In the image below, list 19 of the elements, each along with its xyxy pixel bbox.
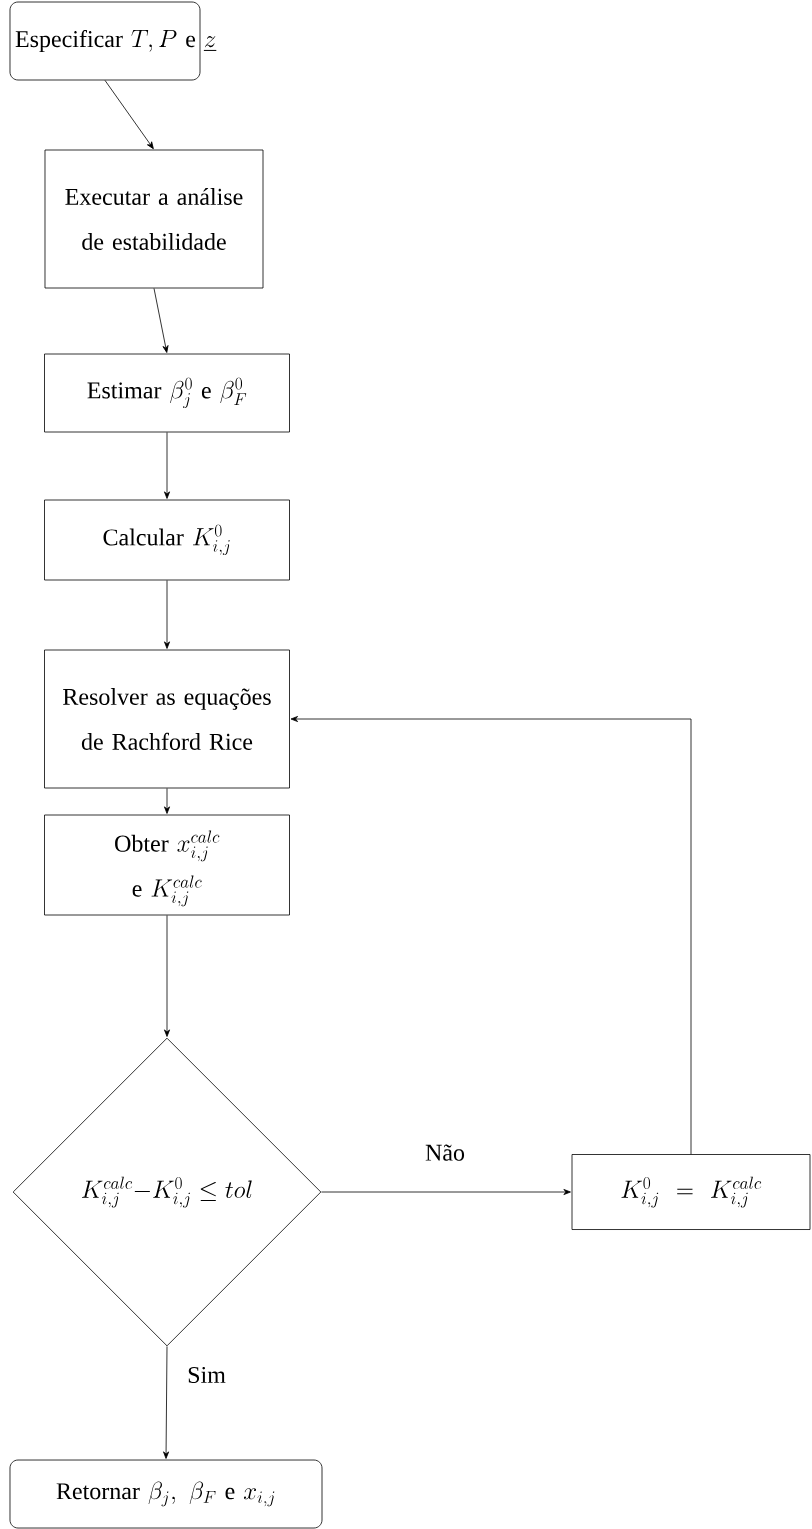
process-box: Resolver as equações de Rachford Rice [44,649,290,789]
arrow [153,288,169,353]
arrow [290,716,692,1155]
arrow [164,788,170,814]
process-box: $\text{Estimar } \beta_j^0 \text{ e } \beta_F^0$ [44,353,290,433]
terminal-box: $\text{Especificar } T, P \text{ e } \underline{z}$ [9,1,217,81]
arrow [104,80,154,150]
arrow [321,1189,571,1195]
arrow [164,915,170,1037]
process-box: Executar a análise de estabilidade [44,149,264,289]
process-box: $K_{i,j}^{0}\,=\,K_{i,j}^{calc}$ [571,1154,811,1230]
edge-label: Sim [188,1366,226,1384]
arrow [164,432,170,499]
arrow [164,580,170,649]
arrow [163,1346,170,1459]
process-box: $\text{Calcular } K_{i,j}^0$ [44,499,290,581]
process-box: $\begin{array}{c}\text{Obter } x_{i,j}^{calc}\\ \text{e } K_{i,j}^{calc}\end{array}$ [44,814,290,916]
terminal-box: $\text{Retornar } \beta_j,\ \beta_F \text{ e } x_{i,j}$ [9,1459,323,1529]
edge-label: Não [425,1144,465,1161]
